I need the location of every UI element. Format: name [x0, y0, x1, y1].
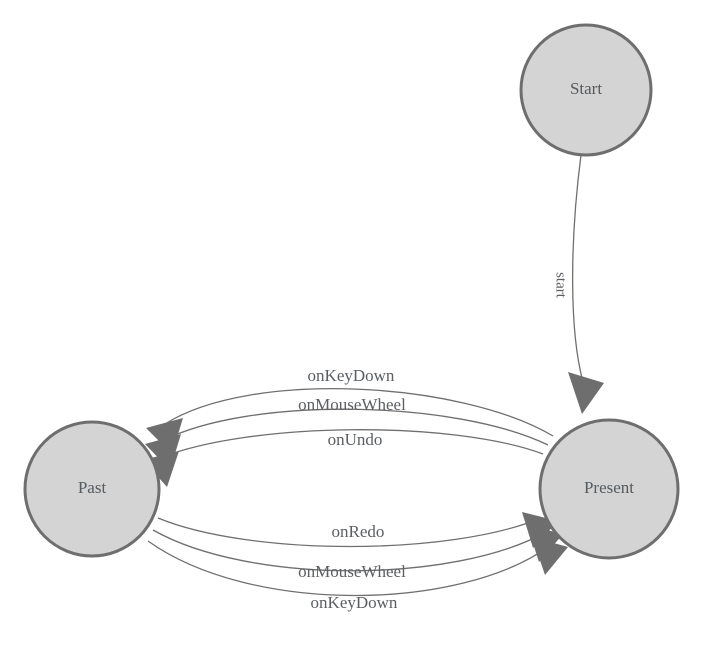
edge-label-start: start — [553, 272, 569, 299]
arrowhead-start-present — [568, 372, 604, 414]
edge-label-onkeydown-bottom: onKeyDown — [311, 593, 398, 612]
node-start-label: Start — [570, 79, 602, 98]
edge-start-to-present: start — [553, 154, 604, 414]
edge-past-to-present-onredo: onRedo — [157, 512, 558, 548]
arrowhead-past-present-3 — [532, 537, 568, 575]
edge-present-to-past-onundo: onUndo — [143, 429, 544, 487]
node-past[interactable]: Past — [23, 420, 161, 558]
node-start-circle[interactable] — [519, 23, 653, 157]
edge-past-to-present-onkeydown: onKeyDown — [147, 537, 568, 612]
node-present-circle[interactable] — [538, 418, 680, 560]
edge-label-onmousewheel-top: onMouseWheel — [298, 395, 406, 414]
node-past-circle[interactable] — [23, 420, 161, 558]
node-past-label: Past — [78, 478, 107, 497]
edge-path-present-past-1 — [164, 388, 554, 437]
edge-path-past-present-3 — [147, 540, 552, 597]
edge-path-past-present-2 — [152, 529, 547, 572]
edge-path-present-past-2 — [161, 408, 549, 446]
node-start[interactable]: Start — [519, 23, 653, 157]
edge-label-onmousewheel-bottom: onMouseWheel — [298, 562, 406, 581]
edge-path-start-present — [571, 154, 584, 383]
edge-label-onundo: onUndo — [328, 430, 383, 449]
edge-path-past-present-1 — [157, 517, 542, 548]
edge-label-onredo: onRedo — [332, 522, 385, 541]
node-present-label: Present — [584, 478, 634, 497]
edge-path-present-past-3 — [159, 429, 544, 459]
edge-label-onkeydown-top: onKeyDown — [308, 366, 395, 385]
node-present[interactable]: Present — [538, 418, 680, 560]
